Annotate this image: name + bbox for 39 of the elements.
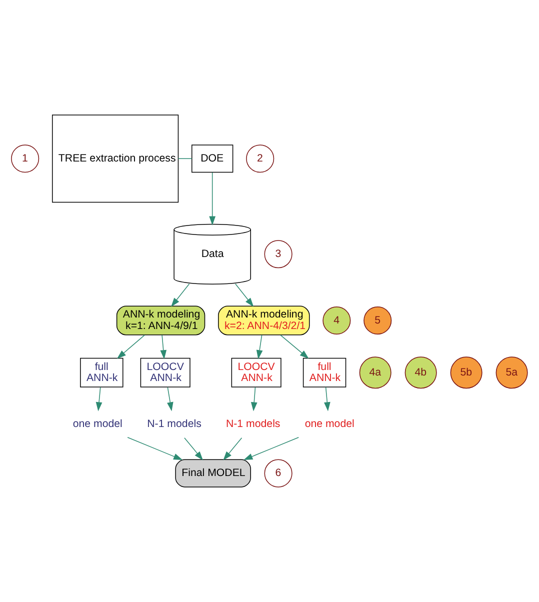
- connector: [178, 158, 192, 159]
- node-box: ANN-k modeling k=1: ANN-4/9/1: [116, 306, 206, 336]
- arrow: [171, 284, 190, 307]
- node-box: Final MODEL: [175, 459, 251, 488]
- node-circle: 5a: [496, 356, 528, 389]
- arrow: [127, 436, 183, 460]
- arrow: [116, 334, 145, 359]
- node-circle: 2: [246, 144, 274, 173]
- node-circle: 4a: [359, 356, 392, 389]
- node-text: one model: [304, 418, 354, 430]
- arrow: [209, 172, 216, 226]
- node-circle: 3: [264, 240, 292, 268]
- node-box: ANN-k modeling k=2: ANN-4/3/2/1: [218, 306, 310, 336]
- node-text: one model: [72, 418, 122, 430]
- arrow: [184, 437, 204, 460]
- node-text: N-1 models: [147, 418, 202, 430]
- arrow: [223, 437, 242, 460]
- node-circle: 4: [322, 306, 351, 334]
- arrow: [160, 334, 167, 360]
- node-box: TREE extraction process: [52, 114, 179, 203]
- node-box: LOOCV ANN-k: [140, 358, 190, 388]
- node-box: LOOCV ANN-k: [231, 358, 282, 388]
- node-circle: 6: [264, 459, 292, 488]
- node-circle: 4b: [404, 356, 437, 389]
- node-circle: 5: [364, 306, 392, 334]
- arrow: [324, 386, 330, 412]
- arrow: [256, 334, 263, 360]
- node-box: DOE: [192, 144, 234, 173]
- node-text: N-1 models: [226, 418, 280, 430]
- node-box: full ANN-k: [302, 358, 346, 388]
- node-box: full ANN-k: [80, 358, 124, 388]
- arrow: [96, 386, 102, 412]
- arrow: [280, 334, 309, 359]
- arrow: [250, 386, 258, 412]
- node-circle: 5b: [450, 356, 482, 389]
- node-circle: 1: [11, 144, 40, 173]
- arrow: [235, 284, 254, 307]
- arrow: [167, 386, 174, 412]
- arrow: [244, 436, 299, 460]
